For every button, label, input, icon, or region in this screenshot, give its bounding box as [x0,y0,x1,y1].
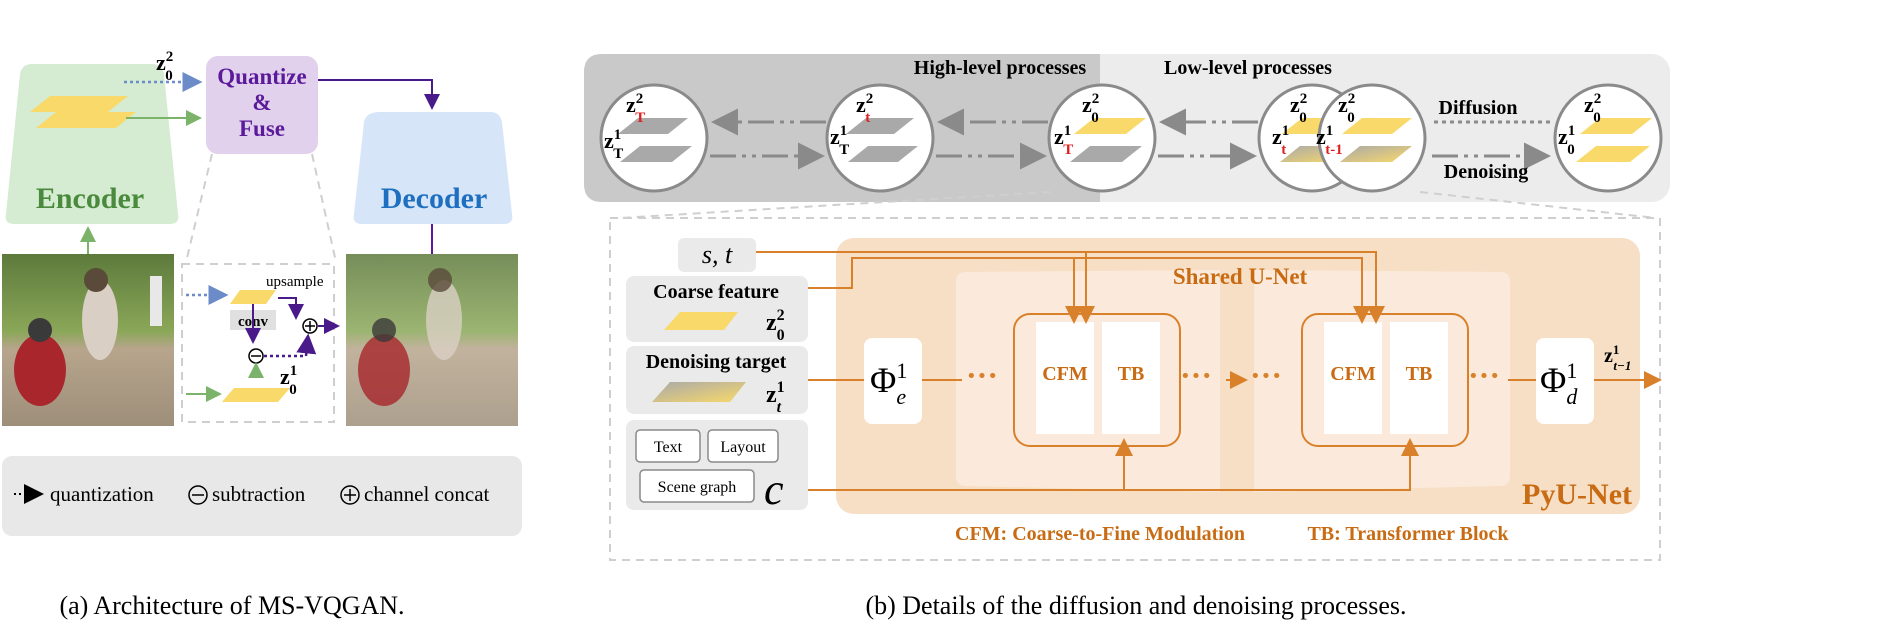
latent-plane-top [30,96,128,112]
legend-concat-symbol [340,485,360,505]
output-photo [346,254,518,426]
ampersand-label: & [252,90,271,115]
upsample-label: upsample [266,274,324,290]
fuse-label: Fuse [239,116,285,141]
zoom-b-right [1419,191,1657,219]
dots-3: ··· [1250,357,1282,393]
legend-a [2,456,522,536]
circle-3 [1047,83,1157,193]
cond-scene-label: Scene graph [658,479,737,496]
encoder-block: Encoder [5,64,179,224]
cond-text-label: Text [654,439,683,456]
quantize-to-decoder-arrow [318,79,440,110]
zoom-line-right [311,153,337,263]
cond-to-tb-right [808,438,1419,491]
coarse-feature-label: Coarse feature [653,281,779,303]
cfm-box-left [1036,322,1094,434]
pyunet-label: PyU-Net [1522,478,1632,511]
legend-subtraction: subtraction [212,482,306,506]
decoder-block: Decoder [353,112,513,224]
upsample-arrow [278,297,304,320]
detail-latent-bottom [222,388,290,402]
cond-c-label: c [764,465,784,514]
legend-quantization: quantization [50,482,154,506]
circle-2 [825,83,935,193]
cfm-label-right: CFM [1330,363,1376,385]
coarse-to-cfm-left [808,257,1083,324]
encoder-label: Encoder [36,182,144,215]
tb-label-left: TB [1118,363,1145,385]
coarse-to-cfm-right [1074,257,1371,324]
denoising-label: Denoising [1444,161,1528,183]
tb-legend: TB: Transformer Block [1307,523,1509,545]
legend-concat: channel concat [364,482,490,506]
cfm-label-left: CFM [1042,363,1088,385]
zoom-line-left [185,153,213,263]
concat-node [302,318,318,334]
dots-1: ··· [966,357,998,393]
tb-box-right [1390,322,1448,434]
input-photo [2,254,174,426]
st-to-cfm-right [1086,251,1385,324]
quantize-label: Quantize [217,64,306,89]
circle-6 [1553,83,1663,193]
tb-label-right: TB [1406,363,1433,385]
st-label: s, t [702,240,733,269]
decoder-label: Decoder [381,182,488,215]
cond-layout-label: Layout [720,439,766,456]
denoising-target-label: Denoising target [646,351,787,373]
coarse-feature-plane [664,312,738,330]
legend-sub-symbol [188,485,208,505]
dots-2: ··· [1180,357,1212,393]
cond-layout-box [707,429,779,463]
pyunet-detail-frame [609,217,1661,561]
sub-to-concat-arrow [264,333,317,358]
cfm-tb-group-left [1013,313,1181,447]
st-box [678,238,756,272]
tb-box-left [1102,322,1160,434]
cond-text-box [635,429,701,463]
low-level-label: Low-level processes [1164,57,1332,79]
zoom-b-left [619,191,1051,219]
circle-1 [599,83,709,193]
shared-unet-label: Shared U-Net [1173,264,1308,289]
circle-5 [1317,83,1427,193]
phi-e-box [864,338,922,424]
phi-d-box [1536,338,1594,424]
cfm-tb-group-right [1301,313,1469,447]
caption-b: (b) Details of the diffusion and denoisi… [865,591,1406,620]
cfm-box-right [1324,322,1382,434]
high-level-label: High-level processes [914,57,1087,79]
dots-4: ··· [1468,357,1500,393]
detail-latent-top [230,290,276,304]
latent-plane-bottom [36,112,136,128]
denoising-target-plane [652,382,746,402]
quantize-fuse-block: Quantize & Fuse [206,56,318,154]
diffusion-label: Diffusion [1439,97,1518,119]
cond-scene-box [639,469,755,503]
caption-a: (a) Architecture of MS-VQGAN. [59,591,404,620]
cfm-legend: CFM: Coarse-to-Fine Modulation [955,523,1245,545]
zoom-detail-box [181,263,335,423]
